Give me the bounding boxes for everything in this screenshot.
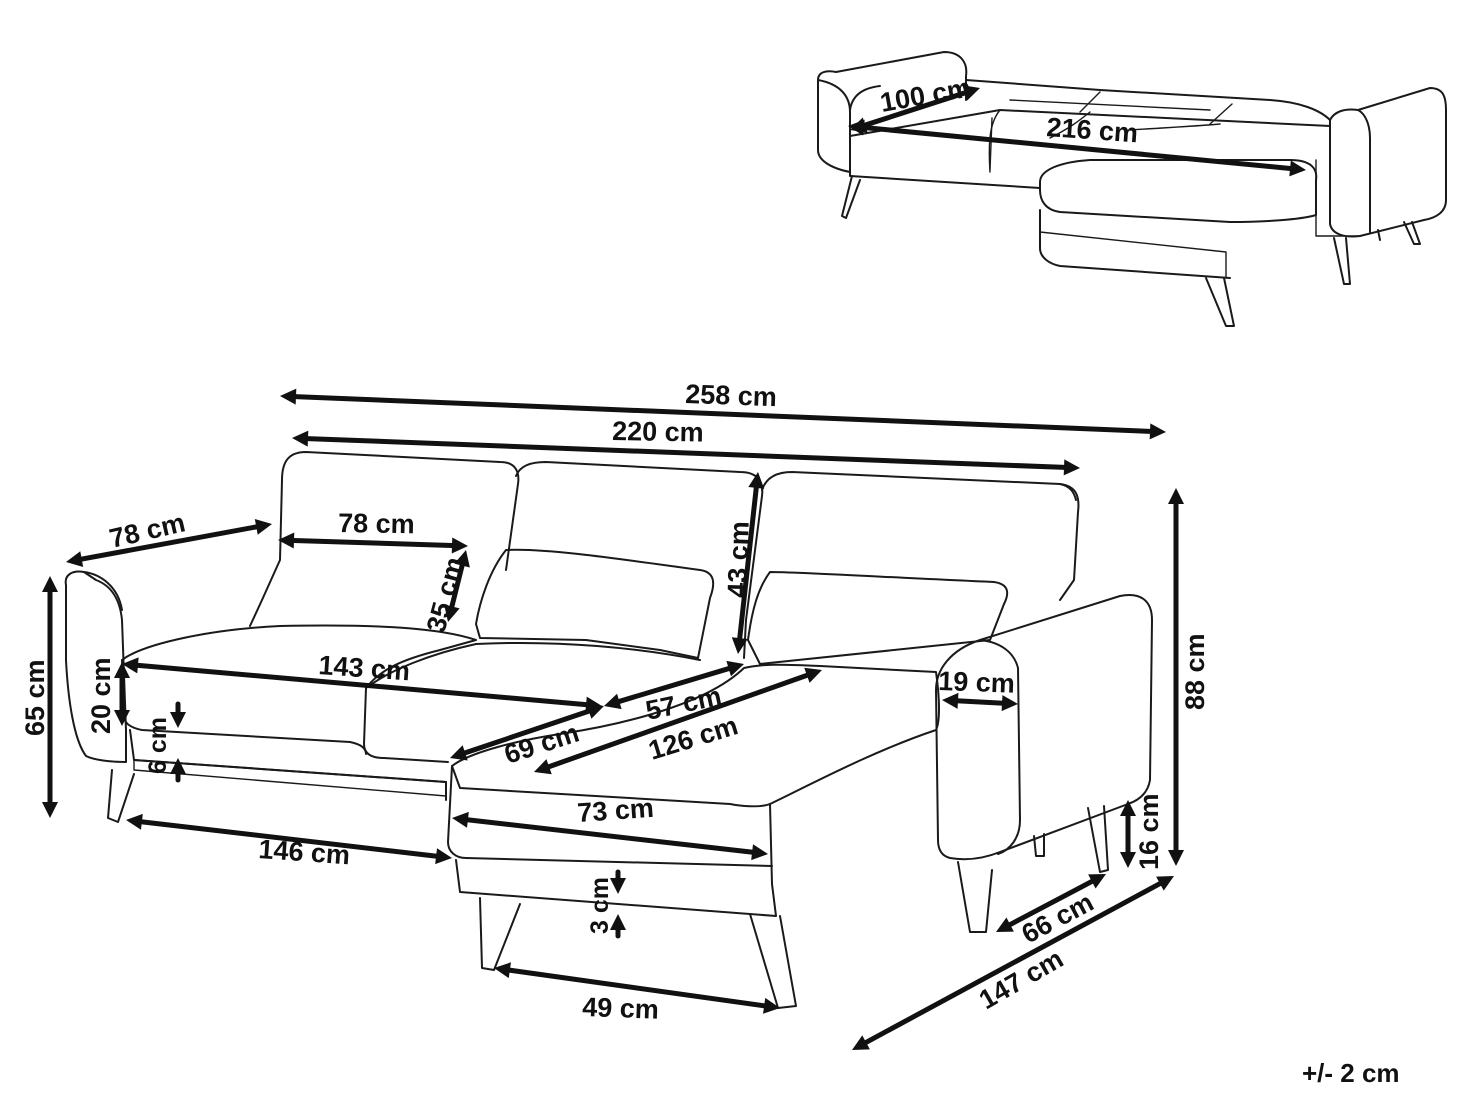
arrow-cushion-height-head-end bbox=[444, 604, 460, 622]
arrow-armrest-depth-head-start bbox=[66, 551, 84, 567]
arrow-base-length bbox=[135, 818, 443, 860]
label-leg-height: 16 cm bbox=[1134, 793, 1164, 870]
arrow-chaise-depth-top bbox=[612, 664, 736, 706]
label-base-gap: 3 cm bbox=[586, 877, 614, 934]
arrow-total-height-head-start bbox=[1168, 488, 1184, 504]
arrow-seat-width bbox=[131, 662, 593, 708]
arrow-cushion-height-head-start bbox=[454, 550, 470, 568]
arrow-total-depth bbox=[860, 879, 1166, 1047]
arrow-arm-width-head-start bbox=[942, 692, 959, 709]
label-back-height: 43 cm bbox=[722, 521, 755, 599]
label-arm-width: 19 cm bbox=[938, 666, 1016, 699]
arrow-leg-height-head-start bbox=[1120, 800, 1136, 816]
arrow-arm-width bbox=[951, 698, 1009, 706]
arrow-chaise-width-head-start bbox=[452, 811, 469, 828]
label-total-depth: 147 cm bbox=[974, 943, 1068, 1015]
sofa-illustration bbox=[64, 451, 1153, 1009]
label-total-width: 258 cm bbox=[685, 379, 778, 412]
arrow-chaise-width-top-head-end bbox=[586, 703, 604, 719]
arrow-seat-thickness-head-end bbox=[114, 710, 130, 726]
arrow-chaise-length-top-head-start bbox=[534, 759, 552, 775]
arrow-bed-depth bbox=[858, 89, 972, 129]
arrow-leg-span-head-end bbox=[763, 997, 780, 1014]
arrow-chaise-leg-span-head-end bbox=[1088, 874, 1106, 889]
arrow-leg-height-head-end bbox=[1120, 852, 1136, 868]
arrow-bed-length-head-end bbox=[1289, 160, 1306, 177]
arrow-total-depth-head-end bbox=[1156, 876, 1174, 891]
label-arm-height: 65 cm bbox=[20, 659, 50, 736]
arrow-total-width bbox=[289, 393, 1157, 435]
arrow-back-width-head-end bbox=[1063, 459, 1080, 476]
arrow-back-height-head-start bbox=[748, 472, 765, 489]
arrow-arm-width-head-end bbox=[1001, 695, 1018, 712]
arrow-total-width-head-end bbox=[1149, 423, 1166, 440]
arrow-base-gap-top-head-end bbox=[610, 878, 626, 894]
arrow-chaise-width-head-end bbox=[751, 844, 768, 861]
arrow-arm-height-head-start bbox=[42, 576, 58, 592]
label-back-width: 220 cm bbox=[612, 416, 704, 448]
arrow-back-height bbox=[736, 481, 760, 645]
arrow-cushion-height bbox=[448, 559, 466, 613]
label-cushion-height: 35 cm bbox=[421, 554, 470, 636]
label-gap: 6 cm bbox=[144, 717, 172, 774]
arrow-base-length-head-end bbox=[435, 848, 452, 865]
label-chaise-width: 73 cm bbox=[576, 793, 654, 828]
arrow-back-height-head-end bbox=[731, 637, 748, 654]
label-base-length: 146 cm bbox=[258, 834, 351, 870]
arrow-seat-depth bbox=[287, 537, 459, 549]
arrow-gap-bottom-head-end bbox=[170, 758, 186, 774]
arrow-leg-span-head-start bbox=[494, 962, 511, 979]
arrow-total-height-head-end bbox=[1168, 850, 1184, 866]
label-seat-thickness: 20 cm bbox=[86, 657, 116, 734]
arrow-total-depth-head-start bbox=[852, 1035, 870, 1050]
tolerance-note: +/- 2 cm bbox=[1302, 1058, 1400, 1088]
arrow-base-gap-bottom-head-end bbox=[610, 914, 626, 930]
arrow-chaise-depth-top-head-start bbox=[604, 693, 622, 710]
arrow-chaise-width bbox=[461, 816, 759, 856]
arrow-chaise-leg-span-head-start bbox=[996, 917, 1014, 932]
arrow-bed-length bbox=[857, 124, 1297, 172]
label-seat-depth: 78 cm bbox=[338, 508, 415, 539]
label-bed-depth: 100 cm bbox=[878, 72, 973, 117]
dimension-labels: 100 cm 216 cm 258 cm 220 cm 78 cm 78 cm … bbox=[20, 72, 1400, 1088]
arrow-seat-depth-head-end bbox=[451, 537, 468, 554]
arrow-chaise-leg-span bbox=[1004, 877, 1098, 929]
arrow-gap-top-head-end bbox=[170, 712, 186, 728]
bed-view-illustration bbox=[817, 51, 1447, 327]
label-seat-width: 143 cm bbox=[318, 650, 411, 686]
arrow-chaise-depth-top-head-end bbox=[726, 660, 744, 677]
arrow-leg-span bbox=[503, 967, 771, 1009]
arrow-chaise-length-top bbox=[542, 671, 814, 771]
arrow-total-width-head-start bbox=[280, 388, 297, 405]
label-bed-length: 216 cm bbox=[1046, 112, 1139, 148]
arrow-chaise-width-top bbox=[458, 707, 596, 757]
arrow-seat-thickness-head-start bbox=[114, 662, 130, 678]
arrow-back-width bbox=[301, 435, 1071, 471]
arrow-armrest-depth bbox=[75, 523, 263, 563]
arrow-seat-width-head-start bbox=[122, 657, 139, 674]
arrow-arm-height-head-end bbox=[42, 802, 58, 818]
label-leg-span: 49 cm bbox=[582, 992, 660, 1025]
arrow-chaise-width-top-head-start bbox=[450, 745, 468, 761]
arrow-bed-length-head-start bbox=[848, 119, 865, 136]
arrow-back-width-head-start bbox=[292, 430, 309, 447]
arrow-chaise-length-top-head-end bbox=[804, 667, 822, 683]
arrow-armrest-depth-head-end bbox=[254, 519, 272, 535]
arrow-seat-depth-head-start bbox=[278, 532, 295, 549]
arrow-bed-depth-head-end bbox=[962, 85, 980, 101]
arrow-base-length-head-start bbox=[126, 813, 143, 830]
dimension-arrows bbox=[42, 85, 1306, 1050]
label-total-height: 88 cm bbox=[1180, 633, 1210, 710]
